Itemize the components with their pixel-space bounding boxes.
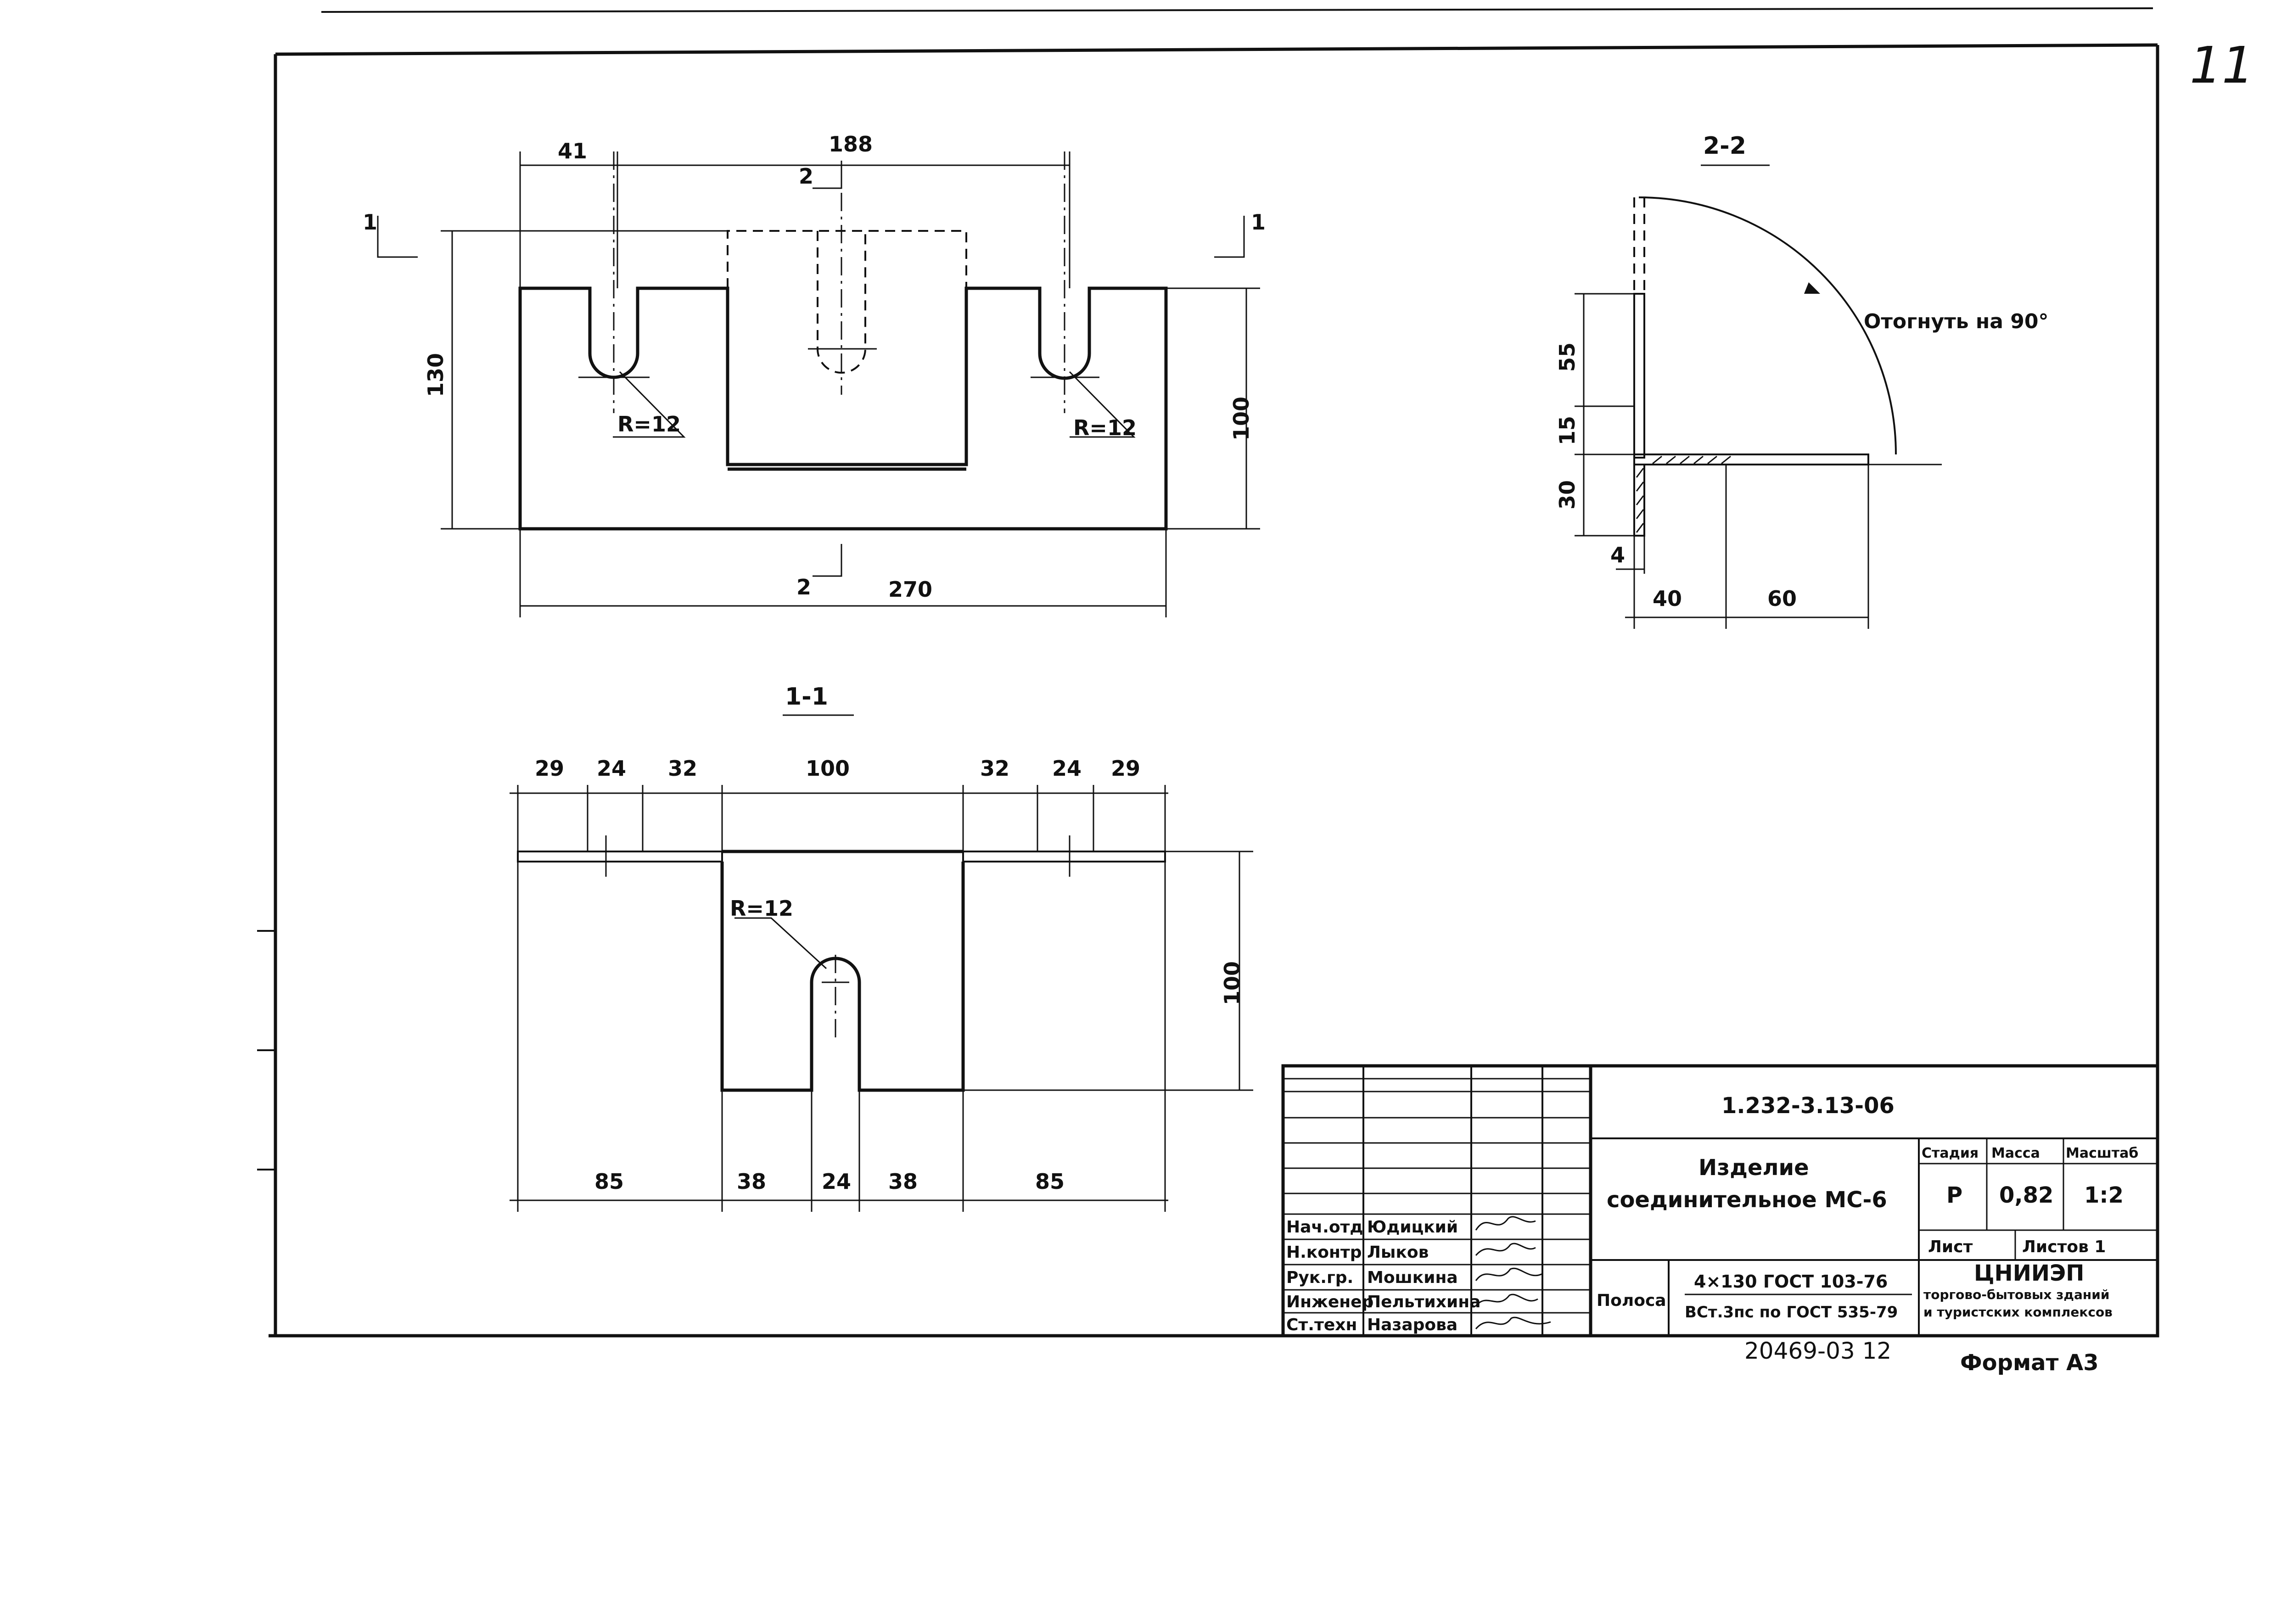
material-line2: ВСт.3пс по ГОСТ 535-79 bbox=[1685, 1303, 1898, 1322]
handwritten-signatures bbox=[1475, 1216, 1551, 1329]
dim-bottom-24: 24 bbox=[822, 1169, 851, 1194]
sig-name-5: Назарова bbox=[1367, 1316, 1457, 1334]
sig-role-1: Нач.отд bbox=[1286, 1218, 1363, 1237]
dim-188: 188 bbox=[829, 132, 873, 157]
material-prefix: Полоса bbox=[1597, 1291, 1666, 1310]
top-radius-right: R=12 bbox=[1073, 415, 1137, 440]
dim-top-29-left: 29 bbox=[535, 756, 564, 781]
section-1-1-title: 1-1 bbox=[785, 683, 828, 711]
section-1-left: 1 bbox=[363, 210, 377, 235]
dim-55: 55 bbox=[1555, 342, 1580, 372]
sig-role-3: Рук.гр. bbox=[1286, 1268, 1353, 1287]
sheet-frame bbox=[257, 7, 2159, 1338]
section-2-2: 2-2 Отогнуть на 90° bbox=[1555, 132, 2049, 629]
corner-mark: 11 bbox=[2190, 36, 2254, 95]
doc-code: 1.232-3.13-06 bbox=[1721, 1093, 1895, 1119]
dim-40: 40 bbox=[1653, 586, 1682, 611]
dim-270: 270 bbox=[888, 577, 932, 602]
sig-role-4: Инженер bbox=[1286, 1293, 1373, 1311]
footer-code: 20469-03 12 bbox=[1744, 1338, 1891, 1364]
sig-name-3: Мошкина bbox=[1367, 1268, 1458, 1287]
sig-name-4: Пельтихина bbox=[1367, 1293, 1480, 1311]
sheets-label: Листов 1 bbox=[2022, 1238, 2106, 1256]
section-1-1-radius: R=12 bbox=[730, 896, 793, 921]
material-line1: 4×130 ГОСТ 103-76 bbox=[1694, 1271, 1888, 1292]
item-name-line2: соединительное МС-6 bbox=[1607, 1187, 1887, 1213]
sig-role-2: Н.контр bbox=[1286, 1243, 1362, 1262]
dim-30: 30 bbox=[1555, 480, 1580, 510]
section-1-1: 1-1 R=12 29 24 32 100 32 24 29 bbox=[510, 683, 1253, 1212]
dim-top-29-right: 29 bbox=[1111, 756, 1140, 781]
dim-bottom-85-right: 85 bbox=[1035, 1169, 1065, 1194]
dim-top-24-left: 24 bbox=[597, 756, 626, 781]
dim-bottom-85-left: 85 bbox=[594, 1169, 624, 1194]
dim-bottom-38-right: 38 bbox=[888, 1169, 918, 1194]
section-hatching bbox=[1636, 455, 1731, 533]
sig-name-1: Юдицкий bbox=[1367, 1218, 1458, 1237]
dim-100-top: 100 bbox=[1229, 397, 1254, 441]
top-view: R=12 R=12 41 188 130 100 270 1 1 2 2 bbox=[363, 132, 1266, 617]
section-2-2-title: 2-2 bbox=[1703, 132, 1746, 160]
value-stage: Р bbox=[1946, 1182, 1962, 1208]
section-2-top: 2 bbox=[799, 164, 813, 189]
dim-top-32-left: 32 bbox=[668, 756, 697, 781]
dim-41: 41 bbox=[558, 139, 587, 163]
value-mass: 0,82 bbox=[1999, 1182, 2053, 1208]
format-label: Формат А3 bbox=[1960, 1350, 2099, 1376]
header-mass: Масса bbox=[1991, 1145, 2040, 1161]
dim-top-24-right: 24 bbox=[1052, 756, 1082, 781]
header-stage: Стадия bbox=[1922, 1145, 1979, 1161]
sig-role-5: Ст.техн bbox=[1286, 1316, 1357, 1334]
title-block: Нач.отд Юдицкий Н.контр Лыков Рук.гр. Мо… bbox=[1281, 1064, 2159, 1338]
org-name: ЦНИИЭП bbox=[1974, 1260, 2084, 1286]
header-scale: Масштаб bbox=[2066, 1145, 2138, 1161]
top-radius-left: R=12 bbox=[617, 412, 681, 437]
item-name-line1: Изделие bbox=[1698, 1155, 1809, 1181]
sig-name-2: Лыков bbox=[1367, 1243, 1429, 1262]
dim-130: 130 bbox=[423, 353, 448, 397]
bend-note: Отогнуть на 90° bbox=[1864, 310, 2049, 333]
value-scale: 1:2 bbox=[2084, 1182, 2124, 1208]
org-line2: торгово-бытовых зданий bbox=[1923, 1287, 2110, 1302]
sheet-label: Лист bbox=[1928, 1238, 1973, 1256]
dim-top-100: 100 bbox=[806, 756, 850, 781]
dim-100-section: 100 bbox=[1220, 961, 1244, 1005]
section-2-bottom: 2 bbox=[796, 575, 811, 599]
dim-bottom-38-left: 38 bbox=[737, 1169, 766, 1194]
dim-15: 15 bbox=[1555, 416, 1580, 445]
dim-top-32-right: 32 bbox=[980, 756, 1009, 781]
section-1-right: 1 bbox=[1251, 210, 1266, 235]
dim-60: 60 bbox=[1767, 586, 1797, 611]
dim-4: 4 bbox=[1610, 543, 1625, 567]
org-line3: и туристских комплексов bbox=[1923, 1305, 2113, 1320]
